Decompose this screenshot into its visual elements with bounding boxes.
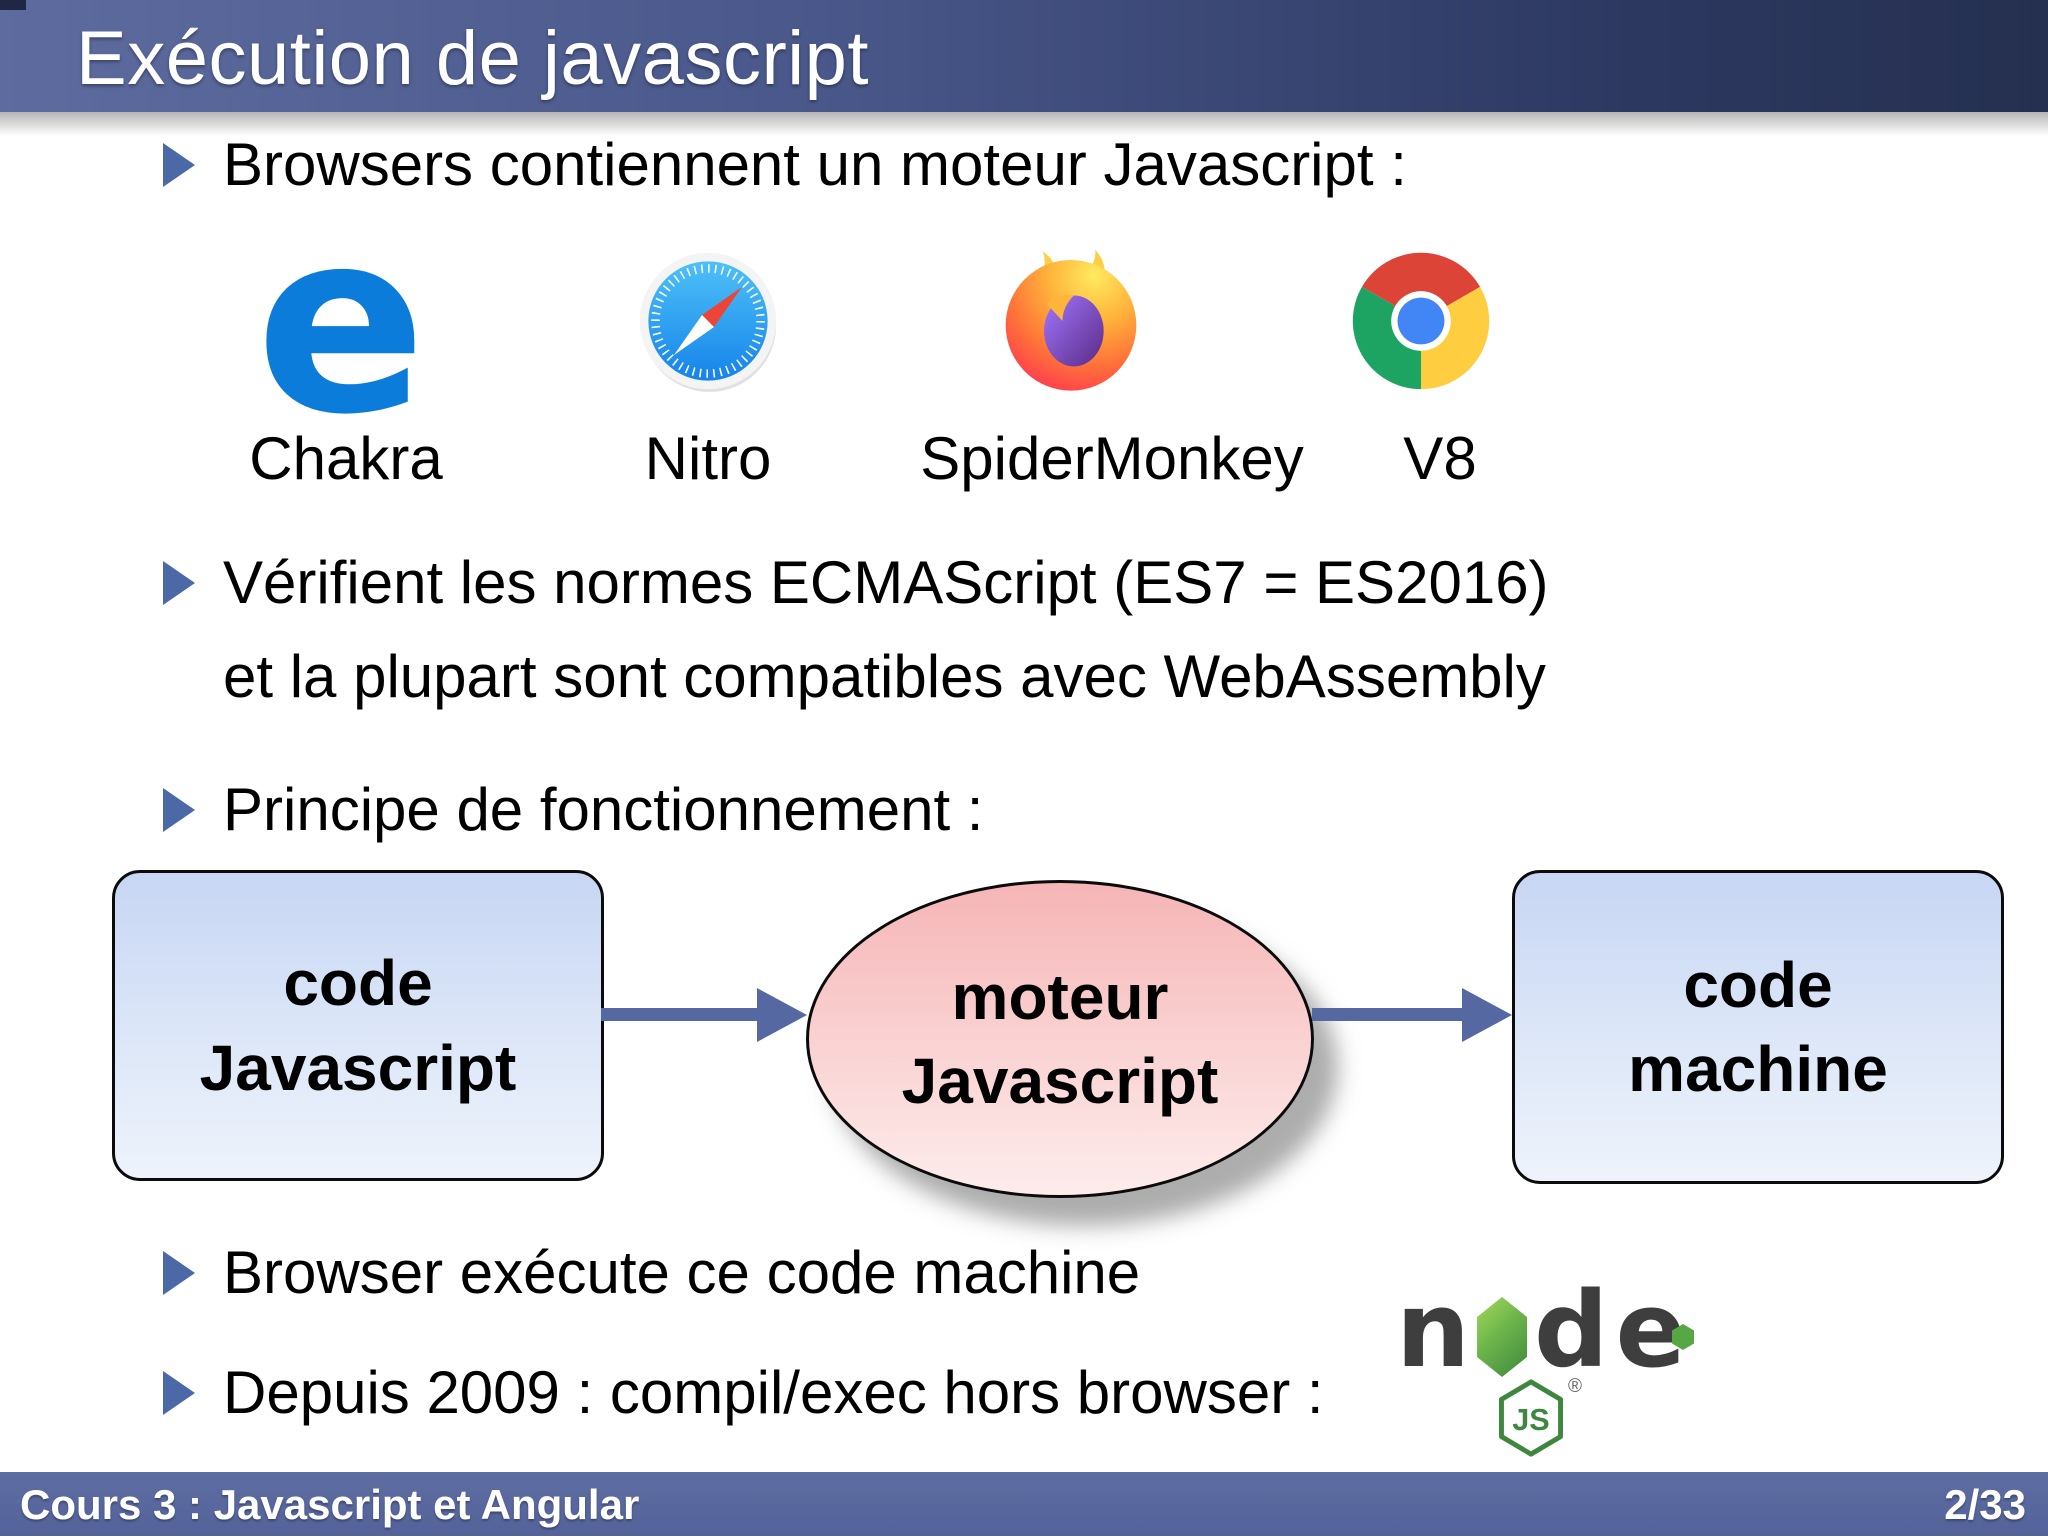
bullet-ecmascript: Vérifient les normes ECMAScript (ES7 = E… [163, 548, 1549, 617]
bullet-text: Browsers contiennent un moteur Javascrip… [223, 131, 1407, 198]
nodejs-wordmark: n d e [1396, 1269, 1694, 1391]
arrow-right-head-icon [1462, 988, 1512, 1042]
nodejs-js-hexagon-icon: JS [1499, 1379, 1563, 1457]
diagram-source-box: code Javascript [112, 870, 604, 1181]
diagram-text: Javascript [199, 1031, 517, 1104]
bullet-triangle-icon [163, 1370, 195, 1415]
arrow-right-shaft [1312, 1008, 1464, 1021]
bullet-node: Depuis 2009 : compil/exec hors browser : [163, 1358, 1324, 1427]
engine-label-chakra: Chakra [249, 425, 443, 492]
bullet-triangle-icon [163, 1250, 195, 1295]
bullet-ecmascript-line2: et la plupart sont compatibles avec WebA… [223, 642, 1546, 711]
node-hexagon-o-icon [1477, 1297, 1527, 1377]
edge-e-glyph: e [255, 177, 427, 470]
node-letter-e: e [1615, 1278, 1694, 1382]
engine-label-spidermonkey: SpiderMonkey [920, 425, 1304, 492]
bullet-triangle-icon [163, 560, 195, 605]
bullet-triangle-icon [163, 142, 195, 187]
bullet-principe: Principe de fonctionnement : [163, 775, 983, 844]
arrow-left-shaft [601, 1008, 759, 1021]
nodejs-logo-icon: n d e JS ® [1396, 1269, 1694, 1465]
node-letter-n: n [1396, 1269, 1471, 1391]
firefox-logo-icon [1000, 250, 1142, 392]
bullet-text: Principe de fonctionnement : [223, 776, 984, 843]
safari-logo-icon [637, 250, 779, 392]
diagram-text: moteur [951, 960, 1169, 1033]
engine-label-nitro: Nitro [644, 425, 772, 492]
chrome-logo-icon [1350, 250, 1492, 392]
footer-bar: Cours 3 : Javascript et Angular 2/33 [0, 1472, 2048, 1536]
node-hexagon-dot-icon [1672, 1324, 1694, 1350]
bullet-browsers: Browsers contiennent un moteur Javascrip… [163, 130, 1407, 199]
title-bar-corner [0, 0, 26, 10]
footer-page-number: 2/33 [1944, 1481, 2026, 1528]
diagram-target-box: code machine [1512, 870, 2004, 1184]
title-bar-shadow [0, 112, 2048, 136]
node-letter-d: d [1534, 1269, 1609, 1391]
footer-course-title: Cours 3 : Javascript et Angular [20, 1481, 640, 1528]
diagram-text: code [1683, 948, 1833, 1021]
registered-mark: ® [1568, 1376, 1582, 1397]
title-bar: Exécution de javascript [0, 0, 2048, 112]
bullet-text: Browser exécute ce code machine [223, 1239, 1141, 1306]
bullet-triangle-icon [163, 787, 195, 832]
diagram-text: Javascript [901, 1045, 1219, 1117]
arrow-left-head-icon [757, 988, 807, 1042]
edge-logo-icon: e [255, 177, 427, 470]
engine-label-v8: V8 [1403, 425, 1477, 492]
diagram-text: machine [1628, 1033, 1888, 1105]
bullet-text: Depuis 2009 : compil/exec hors browser : [223, 1359, 1324, 1426]
diagram-text: code [283, 947, 433, 1020]
diagram-engine-ellipse: moteur Javascript [806, 880, 1314, 1198]
nodejs-js-text: JS [1512, 1403, 1549, 1437]
bullet-text: et la plupart sont compatibles avec WebA… [223, 643, 1546, 710]
bullet-execute: Browser exécute ce code machine [163, 1238, 1140, 1307]
slide-title: Exécution de javascript [76, 16, 870, 101]
bullet-text: Vérifient les normes ECMAScript (ES7 = E… [223, 549, 1549, 616]
